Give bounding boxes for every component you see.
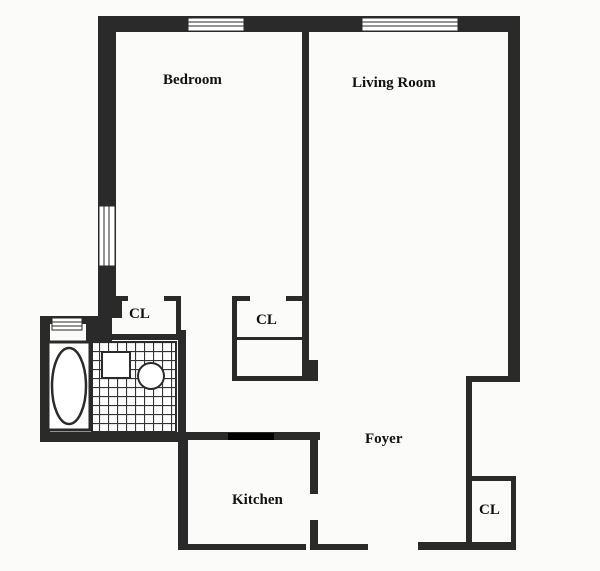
partition-end	[302, 360, 318, 380]
kitchen-left-wall	[178, 434, 188, 550]
right-step-wall	[466, 376, 520, 382]
hall-closet-left	[232, 296, 237, 380]
foyer-label: Foyer	[365, 431, 403, 447]
right-closet-top	[466, 476, 516, 481]
hall-closet-label: CL	[256, 312, 277, 328]
kitchen-bottom-wall	[178, 544, 306, 550]
bathtub-basin	[50, 346, 88, 426]
bedroom-living-partition	[302, 28, 309, 380]
bedroom-closet-top-right	[164, 296, 180, 301]
hall-closet-top-right	[286, 296, 306, 301]
kitchen-right-lower	[310, 520, 318, 550]
bedroom-closet-right	[176, 296, 181, 334]
bath-bottom-wall	[40, 432, 186, 442]
bath-mid-wall	[86, 334, 186, 340]
hall-closet-shelf	[236, 337, 306, 340]
sink	[101, 351, 131, 379]
kitchen-label: Kitchen	[232, 492, 283, 508]
foyer-right-wall	[466, 376, 472, 546]
foyer-closet-label: CL	[479, 502, 500, 518]
bedroom-closet-top-left	[112, 296, 128, 301]
hall-closet-top-left	[232, 296, 250, 301]
right-wall-living	[508, 16, 520, 380]
living-room-label: Living Room	[352, 75, 436, 91]
living-room-window	[361, 17, 459, 32]
bottom-wall-right	[420, 542, 516, 550]
exterior-walls	[40, 16, 520, 550]
hall-closet-bottom	[232, 376, 318, 381]
bath-left-wall	[40, 316, 50, 442]
bathroom-window	[51, 317, 83, 331]
bedroom-label: Bedroom	[163, 72, 222, 88]
bottom-wall-middle	[312, 544, 368, 550]
left-wall-bedroom	[98, 16, 116, 316]
right-closet-side	[511, 476, 516, 550]
windows	[51, 17, 459, 331]
kitchen-right-wall	[310, 432, 318, 494]
bottom-wall-stub	[418, 542, 426, 550]
bedroom-window	[187, 17, 245, 32]
bedroom-closet-left-stub	[98, 296, 122, 318]
bath-right-wall	[178, 330, 186, 440]
bedroom-side-window	[98, 205, 116, 267]
interior-walls	[86, 28, 318, 381]
bedroom-closet-label: CL	[129, 306, 150, 322]
toilet	[137, 362, 165, 390]
kitchen-counter	[228, 433, 274, 440]
bathroom	[46, 340, 177, 433]
